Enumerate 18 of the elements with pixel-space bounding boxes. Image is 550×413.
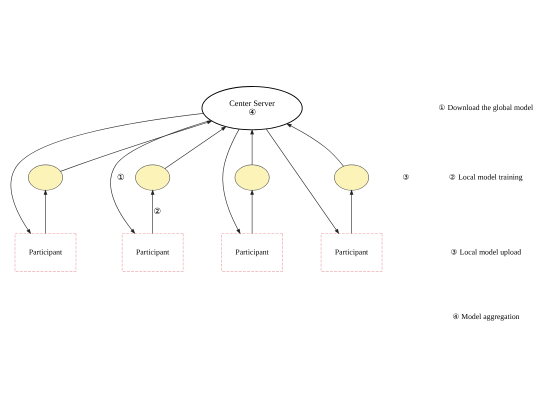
arrow (164, 126, 227, 168)
arrow (222, 128, 241, 234)
arrow (110, 120, 211, 234)
arrow (150, 188, 155, 234)
node-network (28, 164, 63, 190)
arrow (60, 120, 212, 172)
edge-label: ② (154, 206, 161, 216)
arrow (286, 123, 344, 166)
arrow (266, 128, 340, 234)
node-network (135, 164, 170, 190)
arrow (44, 188, 48, 234)
node-network (334, 164, 370, 190)
arrow (10, 112, 204, 234)
node-network (234, 164, 270, 190)
arrow (250, 188, 254, 234)
arrow (250, 128, 254, 165)
edge-label: ① (116, 172, 124, 182)
arrow (350, 188, 354, 234)
